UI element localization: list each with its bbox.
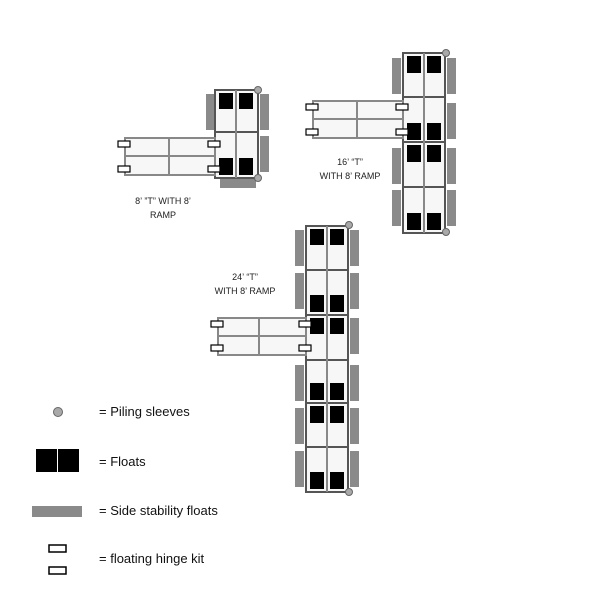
float: [239, 93, 253, 109]
dock-16ft-t: [305, 49, 456, 236]
caption-24ft-t-line1: 24’ “T”: [232, 272, 258, 282]
caption-8ft-t-line2: RAMP: [149, 210, 176, 220]
legend-float-icon: [36, 449, 79, 472]
float: [330, 383, 344, 400]
legend-side-stability-float-icon: [32, 506, 82, 517]
side-stability-float: [447, 148, 456, 184]
float: [219, 158, 233, 175]
hinge-kit: [210, 344, 224, 352]
float: [330, 318, 344, 334]
hinge-kit: [117, 140, 131, 148]
float: [310, 383, 324, 400]
caption-24ft-t: 24’ “T” WITH 8’ RAMP: [200, 270, 290, 298]
dock-8ft-t: [117, 86, 269, 188]
caption-16ft-t: 16’ “T” WITH 8’ RAMP: [305, 155, 395, 183]
float: [330, 295, 344, 312]
side-stability-float: [295, 365, 304, 401]
float: [407, 123, 421, 140]
float: [219, 93, 233, 109]
side-stability-float: [447, 103, 456, 139]
side-stability-float: [295, 408, 304, 444]
side-stability-float: [392, 148, 401, 184]
float: [330, 229, 344, 245]
float: [310, 406, 324, 423]
hinge-kit: [207, 165, 221, 173]
hinge-kit: [117, 165, 131, 173]
side-stability-float: [350, 451, 359, 487]
float: [310, 295, 324, 312]
float: [239, 158, 253, 175]
side-stability-float: [447, 58, 456, 94]
float: [427, 56, 441, 73]
float: [330, 472, 344, 489]
caption-8ft-t: 8’ ”T” WITH 8’ RAMP: [118, 194, 208, 222]
side-stability-float: [447, 190, 456, 226]
side-stability-float: [295, 273, 304, 309]
float: [427, 123, 441, 140]
side-stability-float: [392, 190, 401, 226]
side-stability-float: [350, 273, 359, 309]
hinge-kit: [207, 140, 221, 148]
caption-24ft-t-line2: WITH 8’ RAMP: [214, 286, 276, 296]
float: [310, 318, 324, 334]
legend-hinge-kit-icon: [48, 544, 67, 575]
float: [427, 145, 441, 162]
legend-piling-sleeves-label: = Piling sleeves: [99, 404, 190, 419]
side-stability-float: [350, 408, 359, 444]
piling-sleeve: [442, 49, 450, 57]
piling-sleeve: [254, 174, 262, 182]
float: [407, 56, 421, 73]
legend-floats-label: = Floats: [99, 454, 146, 469]
hinge-kit: [395, 103, 409, 111]
legend-symbols: [32, 407, 82, 575]
caption-8ft-t-line1: 8’ ”T” WITH 8’: [135, 196, 191, 206]
side-stability-float: [220, 179, 256, 188]
side-stability-float: [350, 230, 359, 266]
side-stability-float: [350, 365, 359, 401]
side-stability-float: [260, 136, 269, 172]
hinge-kit: [305, 103, 319, 111]
piling-sleeve: [254, 86, 262, 94]
piling-sleeve: [442, 228, 450, 236]
side-stability-float: [295, 451, 304, 487]
hinge-kit: [210, 320, 224, 328]
hinge-kit: [395, 128, 409, 136]
caption-16ft-t-line2: WITH 8’ RAMP: [319, 171, 381, 181]
hinge-kit: [298, 344, 312, 352]
side-stability-float: [260, 94, 269, 130]
piling-sleeve: [345, 488, 353, 496]
side-stability-float: [295, 230, 304, 266]
hinge-kit: [305, 128, 319, 136]
float: [427, 213, 441, 230]
side-stability-float: [206, 94, 215, 130]
float: [310, 472, 324, 489]
float: [407, 145, 421, 162]
side-stability-float: [392, 58, 401, 94]
legend-piling-sleeve-icon: [53, 407, 63, 417]
float: [330, 406, 344, 423]
legend-side-stability-floats-label: = Side stability floats: [99, 503, 218, 518]
float: [310, 229, 324, 245]
caption-16ft-t-line1: 16’ “T”: [337, 157, 363, 167]
legend-floating-hinge-kit-label: = floating hinge kit: [99, 551, 205, 566]
dock-24ft-t: [210, 221, 359, 496]
piling-sleeve: [345, 221, 353, 229]
float: [407, 213, 421, 230]
side-stability-float: [350, 318, 359, 354]
hinge-kit: [298, 320, 312, 328]
